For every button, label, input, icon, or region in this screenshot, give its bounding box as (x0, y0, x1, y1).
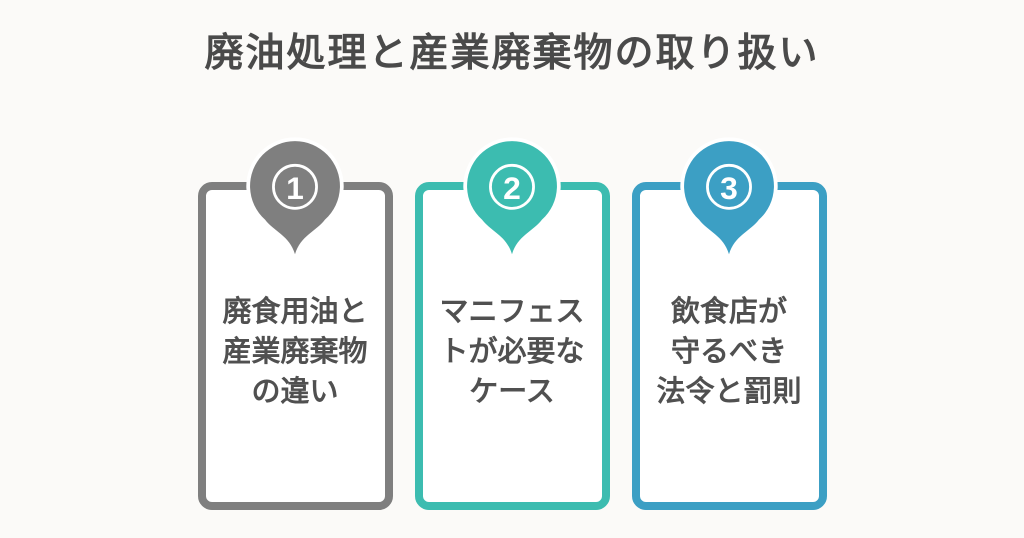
text-line: 法令と罰則 (656, 376, 802, 408)
pin-number: 1 (286, 170, 304, 206)
cards-row: 1 廃食用油と 産業廃棄物 の違い 2 マニフェス トが必要な ケース (0, 137, 1024, 510)
card-text: 飲食店が 守るべき 法令と罰則 (656, 292, 801, 412)
text-line: 産業廃棄物 (222, 336, 368, 368)
text-line: の違い (251, 376, 339, 408)
pin-number: 2 (503, 170, 521, 206)
text-line: 飲食店が (670, 296, 787, 328)
card-restaurant-laws-penalties: 3 飲食店が 守るべき 法令と罰則 (631, 137, 827, 510)
text-line: 廃食用油と (222, 296, 368, 328)
map-pin-marker-1-icon: 1 (246, 137, 344, 258)
text-line: トが必要な (439, 336, 585, 368)
text-line: マニフェス (439, 296, 585, 328)
pin-number-ring (706, 163, 752, 210)
text-line: 守るべき (670, 336, 787, 368)
map-pin-marker-2-icon: 2 (463, 137, 561, 258)
card-manifest-required-cases: 2 マニフェス トが必要な ケース (414, 137, 610, 510)
pin-number: 3 (720, 170, 738, 206)
card-text: マニフェス トが必要な ケース (439, 292, 584, 412)
pin-number-ring (489, 163, 535, 210)
map-pin-marker-3-icon: 3 (680, 137, 778, 258)
page-title: 廃油処理と産業廃棄物の取り扱い (204, 32, 820, 75)
card-text: 廃食用油と 産業廃棄物 の違い (222, 292, 367, 412)
pin-number-ring (272, 163, 318, 210)
text-line: ケース (469, 376, 555, 408)
card-waste-oil-vs-industrial-waste: 1 廃食用油と 産業廃棄物 の違い (197, 137, 393, 510)
